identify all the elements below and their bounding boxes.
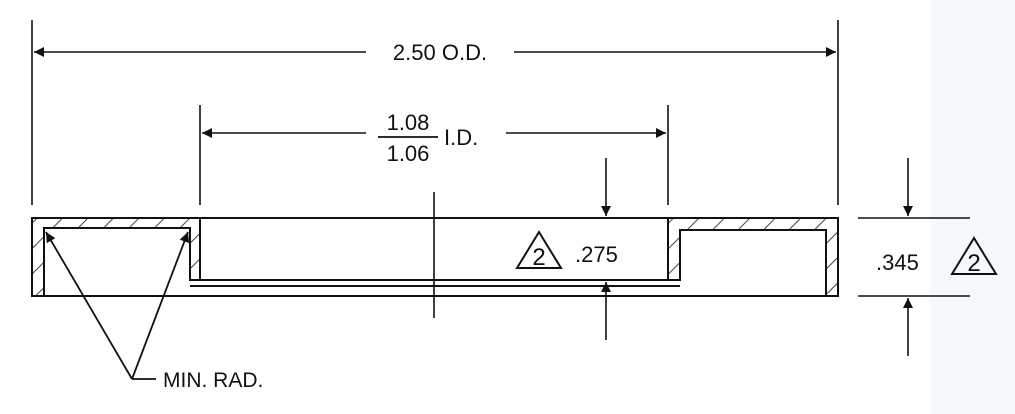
height-value: .345 — [876, 250, 919, 275]
radius-leaders — [45, 231, 190, 380]
right-hatched-wall — [667, 217, 839, 297]
part-outline — [31, 217, 839, 297]
depth-note-number: 2 — [532, 244, 545, 271]
part-cross-section — [31, 217, 839, 297]
id-lower-value: 1.06 — [387, 141, 430, 166]
depth-value: .275 — [575, 242, 618, 267]
left-hatched-wall — [31, 217, 201, 297]
height-note-number: 2 — [967, 250, 980, 277]
height-note-triangle — [950, 236, 998, 275]
od-label: 2.50 O.D. — [393, 40, 487, 65]
id-suffix: I.D. — [444, 125, 478, 150]
id-upper-value: 1.08 — [387, 110, 430, 135]
depth-note-triangle — [515, 230, 563, 269]
page-edge — [930, 0, 1015, 414]
extension-lines — [31, 20, 970, 297]
min-radius-note: MIN. RAD. — [163, 369, 263, 392]
